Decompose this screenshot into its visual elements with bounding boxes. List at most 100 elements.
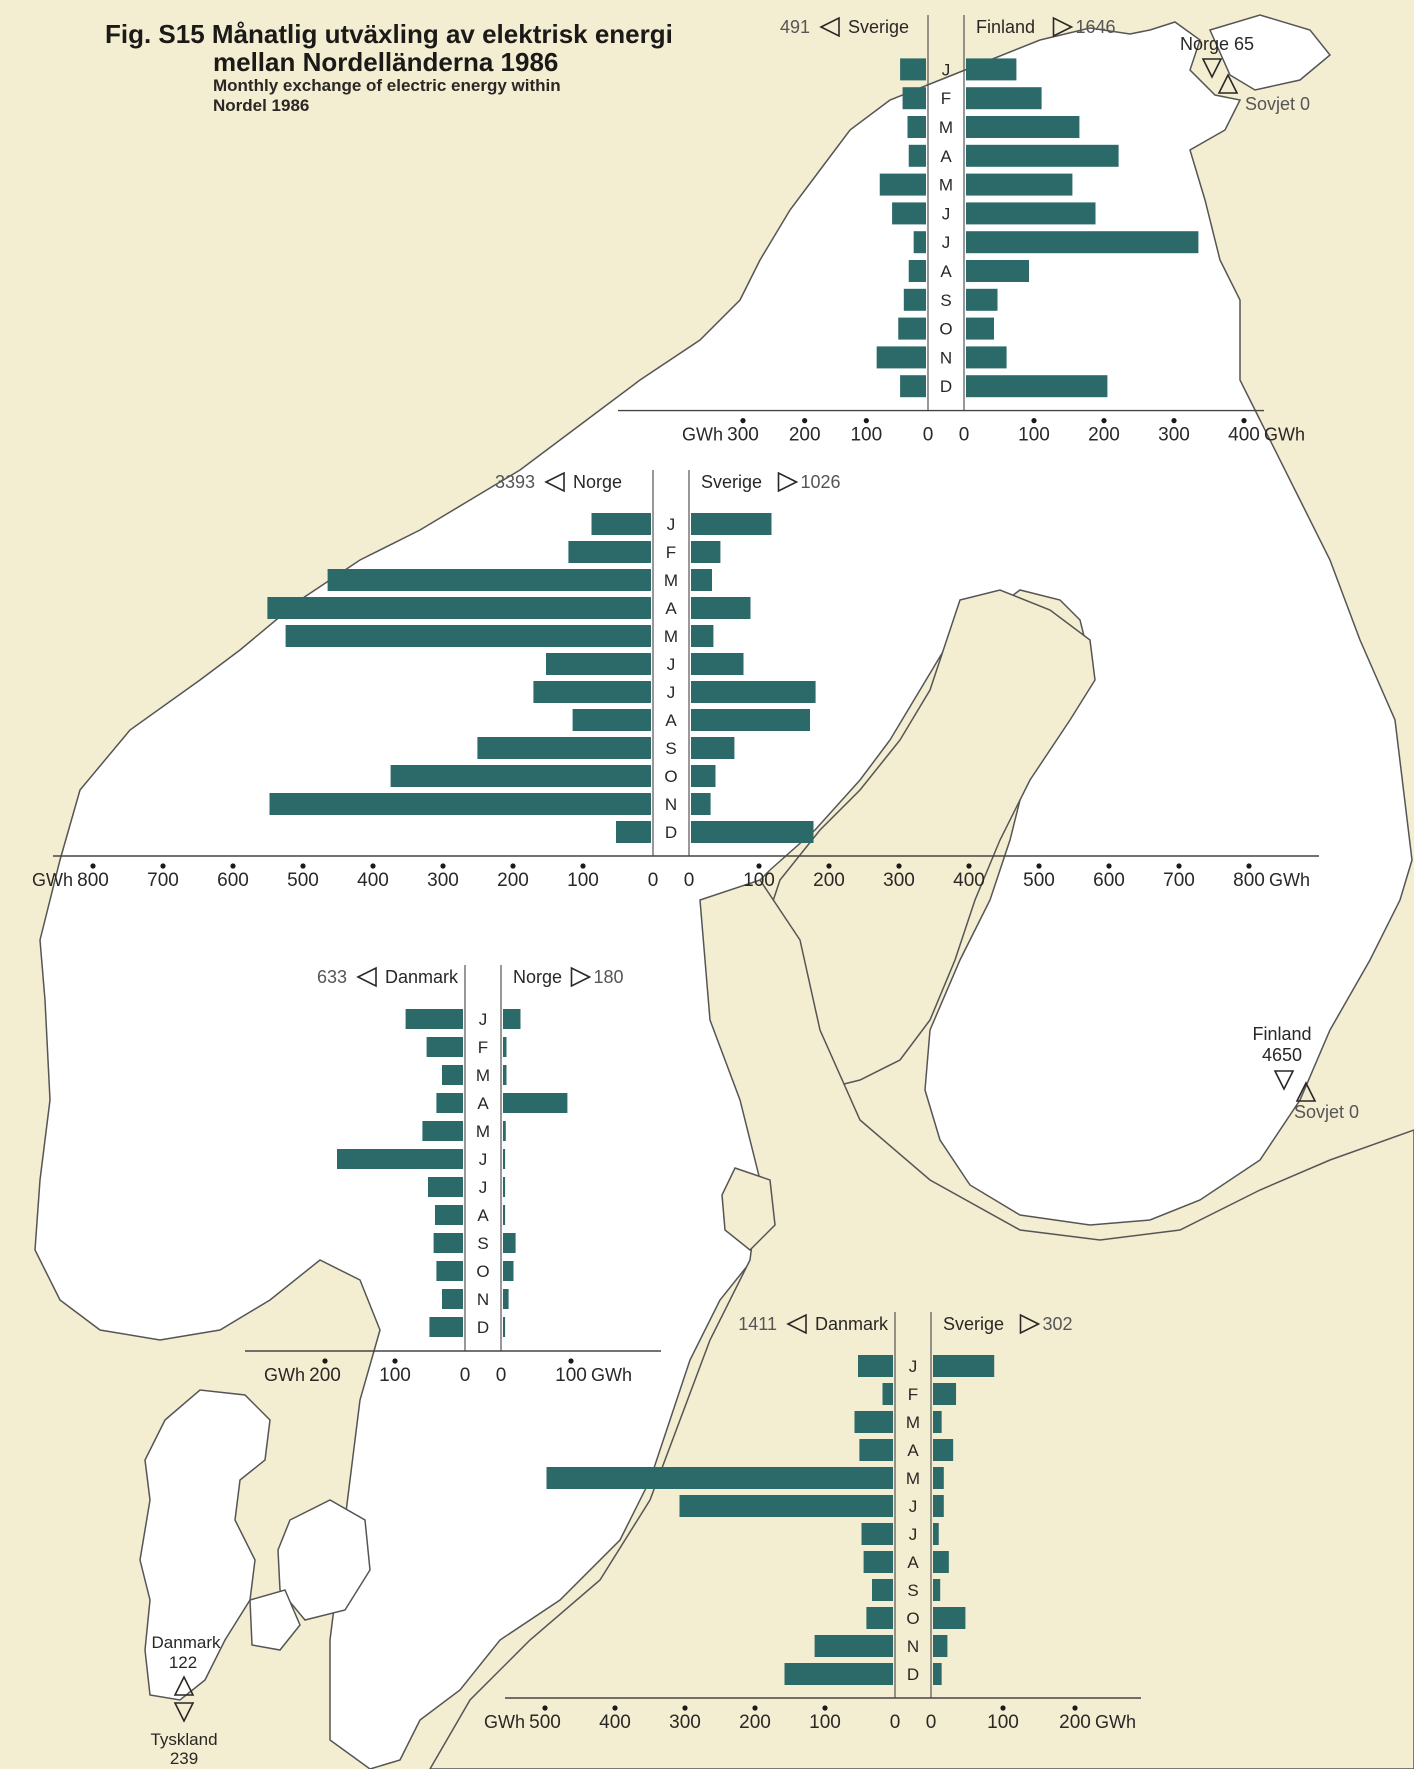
month-label: F bbox=[666, 543, 676, 562]
tick-label-right: 100 bbox=[555, 1365, 587, 1386]
bar-right bbox=[966, 116, 1080, 138]
tick-dot bbox=[542, 1705, 548, 1711]
tick-label-right: 200 bbox=[813, 870, 845, 891]
tick-dot bbox=[322, 1358, 328, 1364]
month-label: S bbox=[940, 291, 951, 310]
bar-left bbox=[269, 793, 651, 815]
tick-label-right: 400 bbox=[953, 870, 985, 891]
month-label: M bbox=[664, 571, 678, 590]
tick-dot bbox=[1176, 863, 1182, 869]
left-country-label: Sverige bbox=[848, 17, 909, 37]
bar-right bbox=[503, 1261, 514, 1281]
left-total-label: 491 bbox=[780, 17, 810, 37]
month-label: M bbox=[906, 1469, 920, 1488]
bar-left bbox=[908, 260, 926, 282]
bar-right bbox=[933, 1635, 948, 1657]
arrow-right-icon bbox=[777, 471, 799, 493]
bar-right bbox=[503, 1289, 509, 1309]
bar-left bbox=[913, 231, 926, 254]
bar-left bbox=[533, 681, 651, 703]
bar-left bbox=[435, 1205, 463, 1225]
bar-right bbox=[691, 597, 751, 619]
tick-label-left: 200 bbox=[497, 870, 529, 891]
tick-dot bbox=[756, 863, 762, 869]
tick-label-right: 0 bbox=[926, 1712, 937, 1733]
tick-dot bbox=[822, 1705, 828, 1711]
month-label: N bbox=[940, 348, 952, 367]
axis-unit-right: GWh bbox=[1095, 1712, 1136, 1732]
left-total-label: 1411 bbox=[738, 1314, 777, 1334]
baltic-sea bbox=[429, 879, 1414, 1769]
month-label: D bbox=[477, 1318, 489, 1337]
bar-right bbox=[691, 821, 814, 843]
bar-right bbox=[966, 231, 1199, 254]
tick-dot bbox=[802, 418, 808, 424]
bar-left bbox=[907, 116, 926, 138]
month-label: D bbox=[665, 823, 677, 842]
bar-left bbox=[390, 765, 651, 787]
month-label: S bbox=[477, 1234, 488, 1253]
left-country-label: Danmark bbox=[385, 967, 459, 987]
tick-dot bbox=[1171, 418, 1177, 424]
right-country-label: Sverige bbox=[701, 472, 762, 492]
triangle-up-icon bbox=[1217, 73, 1239, 94]
tick-label-left: 600 bbox=[217, 870, 249, 891]
tick-label-right: 0 bbox=[496, 1365, 507, 1386]
bar-left bbox=[405, 1009, 463, 1029]
bar-right bbox=[691, 709, 810, 731]
bar-left bbox=[285, 625, 651, 647]
left-total-label: 633 bbox=[317, 967, 347, 987]
bar-left bbox=[679, 1495, 893, 1517]
left-country-label: Danmark bbox=[815, 1314, 889, 1334]
figure-subtitle-line-2: Nordel 1986 bbox=[213, 96, 310, 115]
tick-label-left: 300 bbox=[669, 1712, 701, 1733]
bar-right bbox=[691, 625, 714, 647]
tick-dot bbox=[1072, 1705, 1078, 1711]
bar-right bbox=[691, 737, 735, 759]
tick-dot bbox=[966, 863, 972, 869]
month-label: M bbox=[906, 1413, 920, 1432]
bar-left bbox=[872, 1579, 893, 1601]
bar-right bbox=[933, 1523, 939, 1545]
tick-dot bbox=[863, 418, 869, 424]
month-label: J bbox=[479, 1178, 488, 1197]
month-label: O bbox=[939, 320, 952, 339]
bar-right bbox=[933, 1411, 942, 1433]
bar-left bbox=[858, 1355, 893, 1377]
bar-right bbox=[966, 375, 1108, 398]
bar-left bbox=[900, 58, 926, 81]
bar-left bbox=[436, 1093, 463, 1113]
tick-label-right: 300 bbox=[883, 870, 915, 891]
tick-label-right: 500 bbox=[1023, 870, 1055, 891]
bar-right bbox=[503, 1009, 521, 1029]
month-label: M bbox=[664, 627, 678, 646]
month-label: J bbox=[942, 60, 951, 79]
bar-left bbox=[546, 653, 651, 675]
month-label: F bbox=[908, 1385, 918, 1404]
tick-dot bbox=[580, 863, 586, 869]
month-label: J bbox=[909, 1357, 918, 1376]
bar-left bbox=[892, 202, 926, 225]
tick-label-left: 200 bbox=[789, 425, 821, 446]
axis-unit-left: GWh bbox=[682, 425, 723, 445]
month-label: A bbox=[940, 147, 952, 166]
map-label-tyskland: Tyskland bbox=[150, 1730, 217, 1749]
tick-label-left: 200 bbox=[309, 1365, 341, 1386]
month-label: S bbox=[665, 739, 676, 758]
tick-dot bbox=[90, 863, 96, 869]
arrow-left-icon bbox=[786, 1313, 807, 1335]
tick-label-right: 600 bbox=[1093, 870, 1125, 891]
bar-right bbox=[966, 202, 1096, 225]
bar-right bbox=[503, 1177, 506, 1197]
tick-dot bbox=[612, 1705, 618, 1711]
map-value-danmark: 122 bbox=[169, 1653, 197, 1672]
tick-dot bbox=[370, 863, 376, 869]
tick-label-left: 0 bbox=[648, 870, 659, 891]
right-country-label: Norge bbox=[513, 967, 562, 987]
month-label: F bbox=[478, 1038, 488, 1057]
tick-dot bbox=[826, 863, 832, 869]
bar-right bbox=[933, 1439, 954, 1461]
